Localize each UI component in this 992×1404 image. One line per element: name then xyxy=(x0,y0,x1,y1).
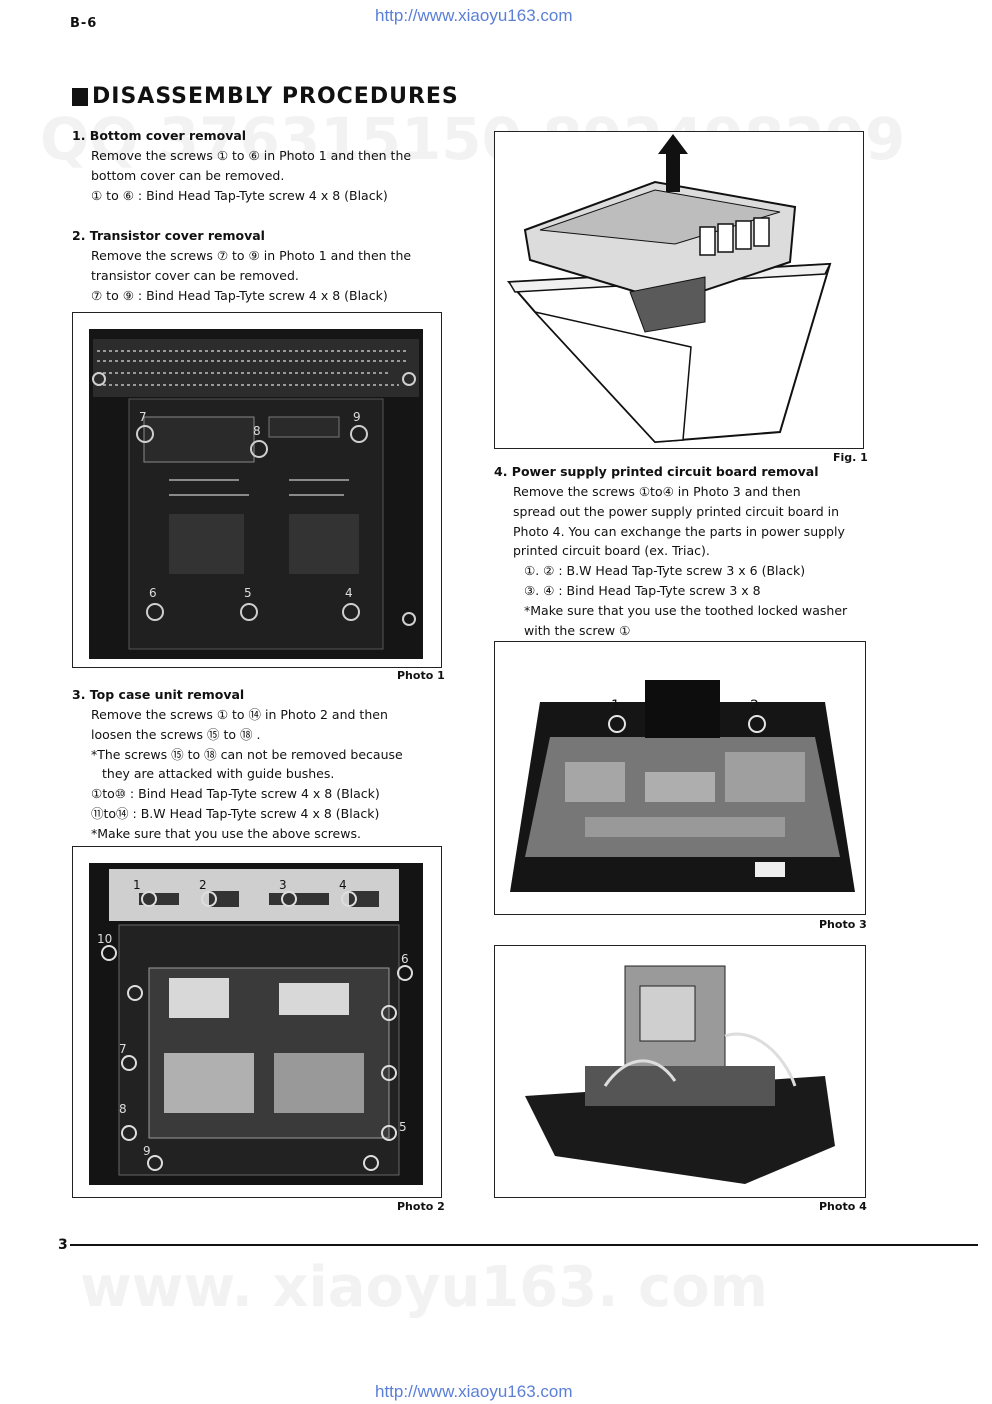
section-2-line: ⑦ to ⑨ : Bind Head Tap-Tyte screw 4 x 8 … xyxy=(91,287,388,303)
photo-2-frame: 1 2 3 4 5 6 7 8 9 10 xyxy=(72,846,442,1198)
photo-2-label: 6 xyxy=(401,952,409,966)
photo-2-illustration: 1 2 3 4 5 6 7 8 9 10 xyxy=(89,863,423,1185)
photo-3-frame: 1 2 xyxy=(494,641,866,915)
section-3-line: Remove the screws ① to ⑭ in Photo 2 and … xyxy=(91,707,388,722)
photo-2-label: 7 xyxy=(119,1042,127,1056)
page-code: B-6 xyxy=(70,16,98,31)
photo-1-illustration: 6 5 4 7 8 9 xyxy=(89,329,423,659)
title-bullet-icon xyxy=(72,87,88,106)
photo-4-caption: Photo 4 xyxy=(819,1200,867,1213)
section-2-body: Remove the screws ⑦ to ⑨ in Photo 1 and … xyxy=(72,246,442,305)
section-3-title: 3. Top case unit removal xyxy=(72,687,245,702)
photo-4-frame xyxy=(494,945,866,1198)
section-2-title: 2. Transistor cover removal xyxy=(72,228,265,243)
section-3-body: Remove the screws ① to ⑭ in Photo 2 and … xyxy=(72,705,442,844)
footer-url[interactable]: http://www.xiaoyu163.com xyxy=(375,1382,573,1401)
photo-1-label: 4 xyxy=(345,586,353,600)
section-2-line: Remove the screws ⑦ to ⑨ in Photo 1 and … xyxy=(91,248,412,263)
section-1-body: Remove the screws ① to ⑥ in Photo 1 and … xyxy=(72,146,442,205)
fig-1-frame xyxy=(494,131,864,449)
photo-1-label: 8 xyxy=(253,424,261,438)
photo-1-label: 6 xyxy=(149,586,157,600)
photo-1-caption: Photo 1 xyxy=(397,669,445,682)
photo-1-label: 5 xyxy=(244,586,252,600)
photo-2-label: 4 xyxy=(339,878,347,892)
section-1-line: bottom cover can be removed. xyxy=(91,167,285,183)
photo-2-label: 5 xyxy=(399,1120,407,1134)
section-4-title: 4. Power supply printed circuit board re… xyxy=(494,464,819,479)
section-4-line: spread out the power supply printed circ… xyxy=(513,503,840,519)
section-3-line: loosen the screws ⑮ to ⑱ . xyxy=(91,726,261,742)
arrow-up-icon xyxy=(666,150,680,192)
section-1-line: ① to ⑥ : Bind Head Tap-Tyte screw 4 x 8 … xyxy=(91,187,388,203)
section-4-line: Photo 4. You can exchange the parts in p… xyxy=(513,523,845,539)
photo-2-image: 1 2 3 4 5 6 7 8 9 10 xyxy=(89,863,423,1185)
page-title-text: DISASSEMBLY PROCEDURES xyxy=(92,84,459,109)
section-4-line: *Make sure that you use the toothed lock… xyxy=(524,602,848,618)
photo-1-image: 6 5 4 7 8 9 xyxy=(89,329,423,659)
photo-2-label: 9 xyxy=(143,1144,151,1158)
header-url[interactable]: http://www.xiaoyu163.com xyxy=(375,6,573,25)
watermark-footer: www. xiaoyu163. com xyxy=(80,1255,769,1320)
photo-1-label: 9 xyxy=(353,410,361,424)
section-4-line: ①. ② : B.W Head Tap-Tyte screw 3 x 6 (Bl… xyxy=(524,563,806,579)
fig-1-illustration xyxy=(506,134,832,444)
photo-2-caption: Photo 2 xyxy=(397,1200,445,1213)
photo-2-label: 2 xyxy=(199,878,207,892)
photo-3-caption: Photo 3 xyxy=(819,918,867,931)
section-3-line: they are attacked with guide bushes. xyxy=(102,766,335,782)
section-4-body: Remove the screws ①to④ in Photo 3 and th… xyxy=(494,482,867,640)
photo-3-illustration: 1 2 xyxy=(510,680,855,892)
section-1-title: 1. Bottom cover removal xyxy=(72,128,247,143)
footer-rule xyxy=(70,1244,978,1246)
page-number: 3 xyxy=(58,1237,68,1253)
photo-4-illustration xyxy=(525,965,835,1184)
fig-1-caption: Fig. 1 xyxy=(833,451,868,464)
section-4-line: Remove the screws ①to④ in Photo 3 and th… xyxy=(513,484,801,499)
page-title: DISASSEMBLY PROCEDURES xyxy=(72,84,459,109)
photo-1-label: 7 xyxy=(139,410,147,424)
photo-2-label: 8 xyxy=(119,1102,127,1116)
photo-3-label: 1 xyxy=(611,698,620,714)
photo-1-frame: 6 5 4 7 8 9 xyxy=(72,312,442,668)
section-3-line: *Make sure that you use the above screws… xyxy=(91,825,361,841)
section-4-line: printed circuit board (ex. Triac). xyxy=(513,543,710,559)
photo-2-label: 1 xyxy=(133,878,141,892)
section-4-line: with the screw ① xyxy=(524,622,631,638)
section-3-line: ⑪to⑭ : B.W Head Tap-Tyte screw 4 x 8 (Bl… xyxy=(91,805,380,821)
section-4-line: ③. ④ : Bind Head Tap-Tyte screw 3 x 8 xyxy=(524,582,761,598)
photo-2-label: 10 xyxy=(97,932,112,946)
section-3-line: *The screws ⑮ to ⑱ can not be removed be… xyxy=(91,746,403,762)
section-1-line: Remove the screws ① to ⑥ in Photo 1 and … xyxy=(91,148,412,163)
photo-3-label: 2 xyxy=(750,698,759,714)
photo-2-label: 3 xyxy=(279,878,287,892)
section-3-line: ①to⑩ : Bind Head Tap-Tyte screw 4 x 8 (B… xyxy=(91,786,380,802)
section-2-line: transistor cover can be removed. xyxy=(91,267,299,283)
